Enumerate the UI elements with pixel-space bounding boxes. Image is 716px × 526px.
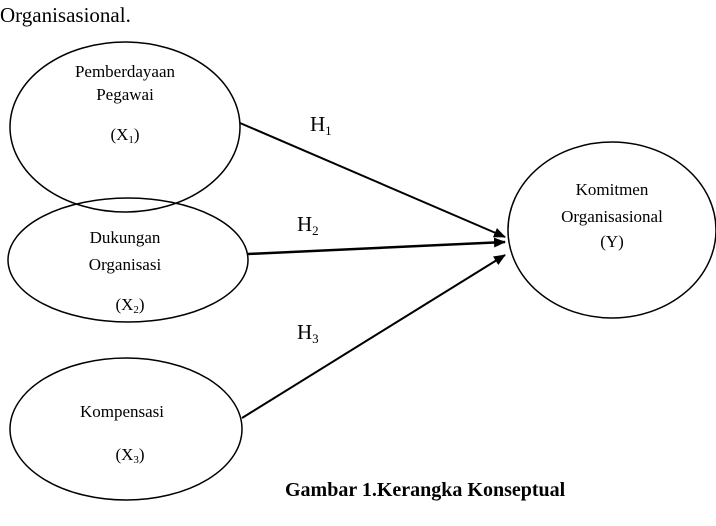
node-x2-variable: (X2) [115,295,144,316]
node-y-ellipse [507,141,716,319]
node-y-line2: Organisasional [561,207,663,226]
node-x2-ellipse [7,197,249,323]
hypothesis-h1-label: H1 [310,112,332,138]
node-x1-ellipse [9,41,241,213]
arrow-h1 [239,122,506,238]
node-y-line1: Komitmen [576,180,649,199]
node-x1-line1: Pemberdayaan [75,62,176,81]
node-x1-line2: Pegawai [96,85,154,104]
node-x2-line1: Dukungan [90,228,161,247]
arrow-h2 [247,237,506,256]
node-x3-ellipse [9,357,243,501]
node-x1-variable: (X1) [110,125,139,146]
node-y-variable: (Y) [600,232,624,251]
node-x3-variable: (X3) [115,445,144,466]
figure-caption: Gambar 1.Kerangka Konseptual [285,479,566,501]
node-x2-line2: Organisasi [89,255,162,274]
arrow-h3 [241,254,506,419]
top-text: Organisasional. [0,3,131,27]
hypothesis-h2-label: H2 [297,212,319,238]
hypothesis-h3-label: H3 [297,320,319,346]
node-x3-line1: Kompensasi [80,402,164,421]
